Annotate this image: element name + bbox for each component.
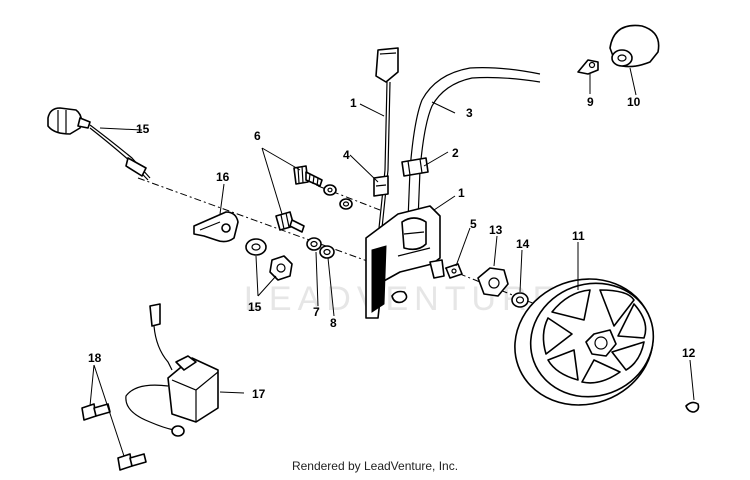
callout-15-wire: 15 <box>136 122 150 136</box>
flywheel-nut <box>477 267 509 297</box>
screw-upper <box>293 165 323 187</box>
callout-8: 8 <box>330 316 337 330</box>
flat-washer-left <box>245 238 267 256</box>
callout-1-lead: 1 <box>350 96 357 110</box>
callout-3: 3 <box>466 106 473 120</box>
spark-plug-boot <box>609 24 660 68</box>
spark-plug-wire <box>407 67 541 221</box>
washer-upper-b <box>339 198 353 210</box>
callout-1-module: 1 <box>458 186 465 200</box>
ignition-module <box>365 205 445 319</box>
callout-7: 7 <box>313 305 320 319</box>
grommet <box>401 157 429 177</box>
lock-washer <box>306 237 322 251</box>
callout-17: 17 <box>252 387 266 401</box>
ignition-lead <box>375 47 399 229</box>
callout-15-group: 15 <box>248 300 262 314</box>
callout-9: 9 <box>587 95 594 109</box>
ignition-coil <box>125 303 219 437</box>
stop-switch-wire <box>47 107 151 181</box>
hex-nut-left <box>269 255 293 281</box>
callout-5: 5 <box>470 217 477 231</box>
bolt-lower <box>117 453 147 471</box>
bolt-upper <box>81 403 111 421</box>
washer-upper-a <box>323 184 337 196</box>
wire-clip <box>373 175 389 197</box>
callout-11: 11 <box>572 229 585 243</box>
credit-text: Rendered by LeadVenture, Inc. <box>291 459 459 473</box>
callout-12: 12 <box>682 346 696 360</box>
leader-lines <box>89 67 695 457</box>
retainer-clip <box>391 290 408 304</box>
callouts: 1 4 3 2 1 6 5 16 15 15 7 8 13 14 11 9 10… <box>88 95 696 401</box>
flywheel-key <box>685 401 700 413</box>
screw-lower <box>275 211 305 233</box>
flywheel <box>514 278 655 406</box>
callout-10: 10 <box>627 95 641 109</box>
terminal <box>577 59 599 75</box>
callout-14: 14 <box>516 237 530 251</box>
callout-6: 6 <box>254 129 261 143</box>
flat-washer <box>319 245 335 259</box>
callout-18: 18 <box>88 351 102 365</box>
washer-right <box>445 263 463 279</box>
callout-16: 16 <box>216 170 230 184</box>
callout-2: 2 <box>452 146 459 160</box>
belleville-washer <box>511 292 529 308</box>
bracket <box>193 211 239 243</box>
callout-4: 4 <box>343 148 350 162</box>
callout-13: 13 <box>489 223 503 237</box>
